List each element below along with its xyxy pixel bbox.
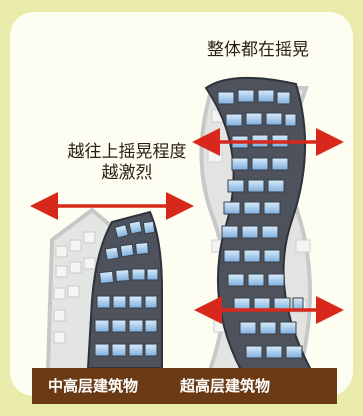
super-tall-sway-label: 整体都在摇晃 <box>207 40 309 60</box>
ground-band <box>32 368 337 404</box>
mid-rise-building <box>86 210 163 369</box>
mid-rise-building-label: 中高层建筑物 <box>48 377 139 395</box>
super-tall-building-label: 超高层建筑物 <box>180 377 271 395</box>
mid-rise-sway-label: 越往上摇晃程度 越激烈 <box>67 142 187 184</box>
